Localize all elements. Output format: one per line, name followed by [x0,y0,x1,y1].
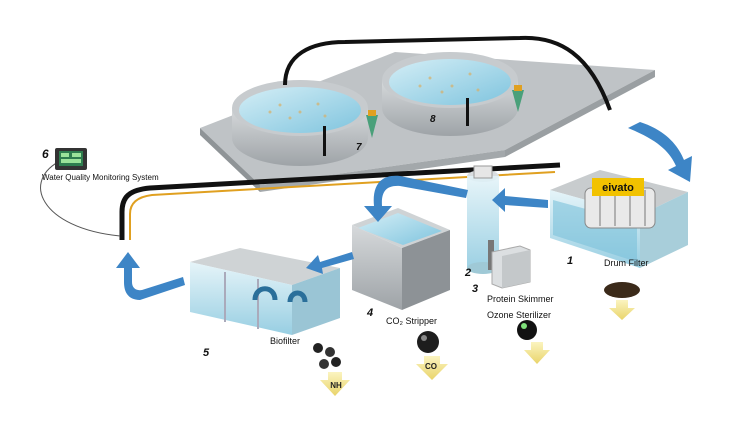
ozone-sterilizer-number: 3 [472,283,478,295]
drum-filter: eivato [550,170,688,268]
co2-stripper-label: CO₂ Stripper [386,316,437,326]
tank-left-number: 7 [356,142,362,153]
monitoring-number: 6 [42,147,49,161]
co2-stripper-number: 4 [366,307,373,319]
flow-arrow-drum-to-skimmer [492,188,548,212]
ozone-bubble [517,320,550,364]
drum-filter-number: 1 [567,255,573,267]
protein-skimmer-number: 2 [464,267,471,279]
drum-filter-label: Drum Filter [604,258,649,268]
monitoring-label: Water Quality Monitoring System [42,173,159,182]
monitoring-device [55,148,87,170]
flow-arrows [116,122,692,300]
drum-filter-brand-plate [592,178,644,196]
return-pipe-black [119,162,561,240]
supply-pipe-overhead [283,35,612,111]
aerator-right [512,85,524,112]
monitoring-cable [40,159,121,237]
co2-output: CO [416,331,448,380]
fish-tank-left [232,80,368,166]
ozone-sterilizer [491,245,531,289]
flow-arrow-stripper-to-biofilter [306,252,354,274]
drum-filter-brand: eivato [602,182,634,194]
sludge-output [604,282,640,320]
flow-arrow-skimmer-to-stripper [364,175,468,222]
tank-right-number: 8 [430,114,436,125]
protein-skimmer-label: Protein Skimmer [487,294,554,304]
co2-output-label: CO [425,362,437,371]
biofilter-number: 5 [203,347,210,359]
biofilter [190,248,340,335]
nh3-output: NH [313,343,350,396]
flow-arrow-tanks-to-drum [628,122,692,182]
co2-stripper [352,208,450,310]
flow-arrow-biofilter-return [116,252,185,300]
nh3-output-label: NH [330,381,342,390]
aerator-left [366,110,378,138]
biofilter-label: Biofilter [270,336,300,346]
ozone-sterilizer-label: Ozone Sterilizer [487,310,551,320]
return-pipe-yellow [129,171,556,240]
fish-tank-right [382,52,518,136]
